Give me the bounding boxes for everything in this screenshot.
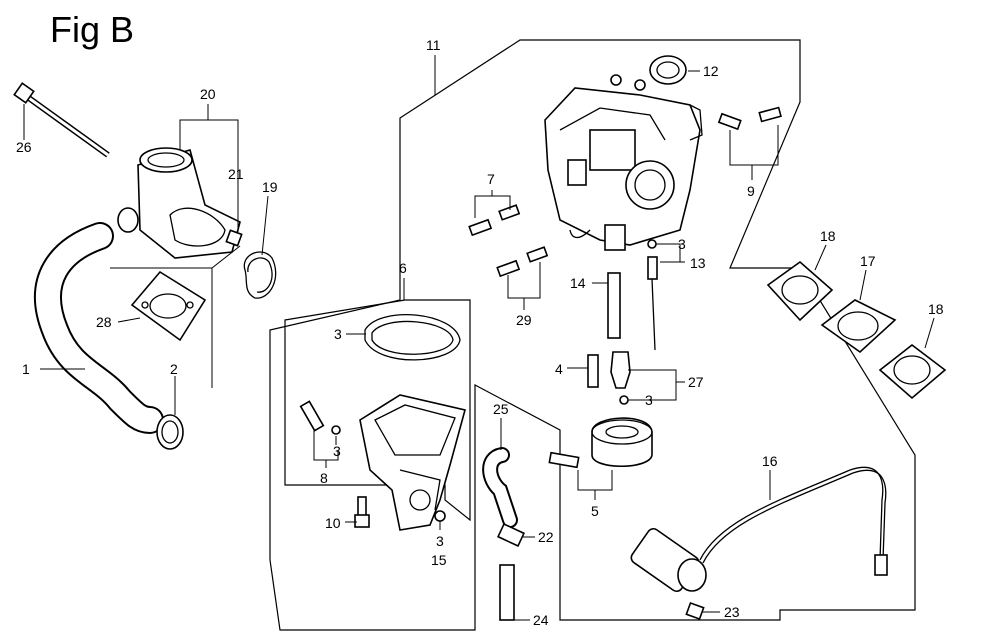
clamp-part [156, 414, 184, 450]
callout-2: 2 [170, 361, 178, 377]
callout-13: 13 [690, 255, 706, 271]
callout-18-lower: 18 [928, 301, 944, 317]
callout-21: 21 [228, 166, 244, 182]
o-ring-part [243, 251, 277, 299]
callout-4: 4 [555, 361, 563, 377]
callout-7: 7 [487, 171, 495, 187]
callout-16: 16 [762, 453, 778, 469]
callout-8: 8 [320, 470, 328, 486]
callout-11: 11 [426, 37, 441, 53]
callout-23: 23 [724, 604, 740, 620]
carburetor-body-part [544, 74, 703, 251]
float-part [548, 417, 653, 469]
washer-3-lower [619, 395, 629, 405]
drain-tube-24 [499, 564, 515, 621]
callout-15: 15 [431, 552, 447, 568]
callout-3-chamber: 3 [333, 443, 341, 459]
callout-29: 29 [516, 312, 532, 328]
main-jet-part [610, 351, 631, 389]
float-chamber-group-outline [284, 299, 471, 522]
callout-17: 17 [860, 253, 876, 269]
callout-9: 9 [747, 183, 755, 199]
bolt-10 [354, 496, 370, 528]
o-ring-inner [247, 257, 273, 293]
callout-19: 19 [262, 179, 278, 195]
callout-14: 14 [570, 275, 586, 291]
main-nozzle-part [607, 272, 621, 339]
slow-jet-part [587, 354, 599, 388]
callout-3-drain: 3 [436, 533, 444, 549]
callout-3-lower: 3 [645, 392, 653, 408]
solenoid-part [630, 466, 888, 593]
callout-24: 24 [533, 612, 549, 628]
callout-5: 5 [591, 503, 599, 519]
callout-12: 12 [703, 63, 719, 79]
hose-part [33, 222, 164, 434]
joint-leader [211, 245, 241, 269]
callout-3-upper: 3 [678, 236, 686, 252]
callout-26: 26 [16, 139, 32, 155]
callout-28: 28 [96, 314, 112, 330]
float-chamber-gasket-3 [364, 313, 461, 361]
callout-18-upper: 18 [820, 228, 836, 244]
callout-10: 10 [325, 515, 341, 531]
seal-cap-part [649, 55, 687, 85]
fuel-tube-25 [482, 447, 518, 528]
screw-23 [685, 601, 705, 621]
figure-title: Fig B [50, 9, 134, 50]
carburetor-assembly-outline [269, 39, 916, 631]
screw-spring-7 [468, 204, 521, 237]
float-chamber-part [359, 394, 466, 531]
callout-27: 27 [688, 374, 704, 390]
callout-22: 22 [538, 529, 554, 545]
callout-6: 6 [399, 260, 407, 276]
screw-set-29 [496, 246, 549, 278]
long-bolt-part [13, 82, 110, 158]
gasket-18-lower [878, 343, 947, 400]
callout-25: 25 [493, 401, 509, 417]
callout-20: 20 [200, 86, 216, 102]
drain-screw-8 [299, 400, 341, 435]
washer-15 [434, 510, 446, 522]
insulator-plate-part [130, 270, 207, 342]
needle-part [647, 256, 658, 351]
clip-22 [497, 522, 525, 548]
callout-3-gasket: 3 [334, 326, 342, 342]
screw-pair-9 [717, 106, 782, 131]
insulator-17 [820, 299, 897, 354]
gasket-18-upper [766, 260, 834, 322]
intake-elbow-part [117, 147, 243, 259]
leader-lines [23, 55, 935, 621]
washer-3-upper [647, 239, 657, 249]
callout-1: 1 [22, 361, 30, 377]
